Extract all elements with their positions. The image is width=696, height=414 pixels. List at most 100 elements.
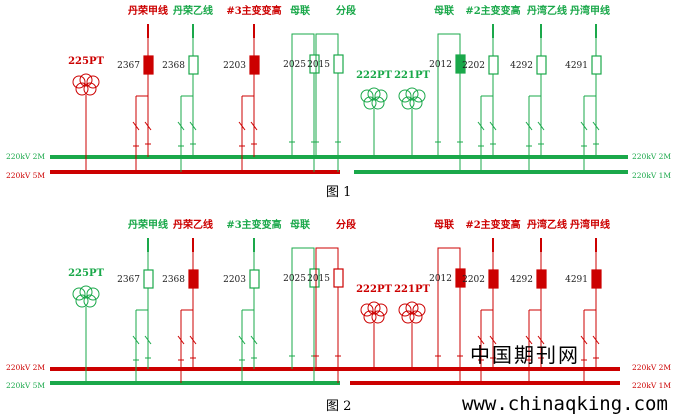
disconnector-2m: [592, 121, 600, 131]
breaker-code: 4291: [565, 61, 588, 71]
pt-label: 222PT: [356, 284, 392, 295]
bay-title: #3主变变高: [226, 4, 281, 17]
bay-title: 丹荣甲线: [128, 4, 168, 17]
pt-winding-circle: [405, 301, 419, 315]
breaker-code: 2203: [223, 61, 246, 71]
breaker-code: 2367: [117, 61, 140, 71]
pt-winding-circle: [86, 75, 100, 89]
pt-winding-circle: [79, 73, 93, 87]
breaker-code: 2015: [307, 274, 330, 284]
disconnector-2m: [489, 335, 497, 345]
breaker-code: 2025: [283, 274, 306, 284]
figure-1-caption: 图 1: [326, 185, 351, 200]
bay-title: 分段: [336, 4, 356, 17]
bus-left-top-label: 220kV 2M: [6, 152, 45, 161]
pt-winding-circle: [398, 89, 412, 103]
figure-2-caption: 图 2: [326, 399, 351, 414]
pt-winding-circle: [360, 89, 374, 103]
bay-title: 母联: [290, 4, 310, 17]
breaker-2015: [333, 268, 344, 288]
disconnector-2m: [537, 121, 545, 131]
breaker-code: 2367: [117, 275, 140, 285]
breaker-code: 2203: [223, 275, 246, 285]
pt-winding-circle: [371, 310, 385, 324]
pt-label: 225PT: [68, 268, 104, 279]
disconnector-5m: [580, 335, 588, 345]
breaker-2015: [333, 54, 344, 74]
breaker-code: 4291: [565, 275, 588, 285]
breaker-code: 2012: [429, 60, 452, 70]
pt-label: 221PT: [394, 284, 430, 295]
breaker-code: 2025: [283, 60, 306, 70]
pt-winding-circle: [405, 87, 419, 101]
breaker-4291: [591, 55, 602, 75]
watermark-url: www.chinaqking.com: [462, 393, 668, 414]
coupler-loop: [315, 33, 339, 157]
breaker-4292: [536, 269, 547, 289]
breaker-2368: [188, 55, 199, 75]
bay-title: 分段: [336, 218, 356, 231]
bay-title: 丹荣甲线: [128, 218, 168, 231]
pt-winding-circle: [75, 82, 89, 96]
pt-winding-circle: [374, 303, 388, 317]
breaker-2202: [488, 55, 499, 75]
watermark-cn: 中国期刊网: [470, 343, 580, 367]
bus-left-bottom-label: 220kV 5M: [6, 381, 45, 390]
bay-title: 母联: [434, 4, 454, 17]
disconnector-5m: [238, 121, 246, 131]
pt-winding-circle: [412, 303, 426, 317]
pt-winding-circle: [86, 287, 100, 301]
disconnector-2m: [189, 335, 197, 345]
pt-label: 222PT: [356, 70, 392, 81]
disconnector-5m: [580, 121, 588, 131]
disconnector-5m: [477, 121, 485, 131]
pt-winding-circle: [371, 96, 385, 110]
breaker-2203: [249, 55, 260, 75]
breaker-code: 2202: [462, 61, 485, 71]
bay-title: 丹荣乙线: [173, 4, 213, 17]
pt-winding-circle: [367, 87, 381, 101]
disconnector-2m: [189, 121, 197, 131]
bay-title: #2主变变高: [465, 4, 520, 17]
breaker-4291: [591, 269, 602, 289]
pt-label: 221PT: [394, 70, 430, 81]
breaker-code: 2015: [307, 60, 330, 70]
bay-title: #3主变变高: [226, 218, 281, 231]
breaker-code: 4292: [510, 275, 533, 285]
bay-title: 母联: [434, 218, 454, 231]
breaker-code: 2202: [462, 275, 485, 285]
breaker-4292: [536, 55, 547, 75]
breaker-2203: [249, 269, 260, 289]
pt-winding-circle: [367, 301, 381, 315]
disconnector-5m: [177, 121, 185, 131]
bay-title: 丹荣乙线: [173, 218, 213, 231]
disconnector-5m: [525, 121, 533, 131]
coupler-loop: [437, 33, 461, 157]
bay-title: 丹湾甲线: [570, 4, 610, 17]
pt-winding-circle: [401, 96, 415, 110]
bus-right-top-label: 220kV 2M: [632, 363, 671, 372]
bay-title: 丹湾甲线: [570, 218, 610, 231]
bay-title: 母联: [290, 218, 310, 231]
breaker-code: 2012: [429, 274, 452, 284]
bay-title: 丹湾乙线: [527, 218, 567, 231]
bus-right-bottom-label: 220kV 1M: [632, 171, 671, 180]
pt-winding-circle: [412, 89, 426, 103]
breaker-2202: [488, 269, 499, 289]
pt-winding-circle: [363, 310, 377, 324]
pt-winding-circle: [72, 287, 86, 301]
bus-left-bottom-label: 220kV 5M: [6, 171, 45, 180]
disconnector-2m: [144, 121, 152, 131]
pt-winding-circle: [83, 294, 97, 308]
breaker-code: 2368: [162, 61, 185, 71]
coupler-loop: [315, 247, 339, 369]
disconnector-5m: [238, 335, 246, 345]
pt-winding-circle: [398, 303, 412, 317]
disconnector-5m: [177, 335, 185, 345]
pt-winding-circle: [360, 303, 374, 317]
pt-winding-circle: [374, 89, 388, 103]
breaker-code: 2368: [162, 275, 185, 285]
disconnector-2m: [537, 335, 545, 345]
pt-winding-circle: [72, 75, 86, 89]
